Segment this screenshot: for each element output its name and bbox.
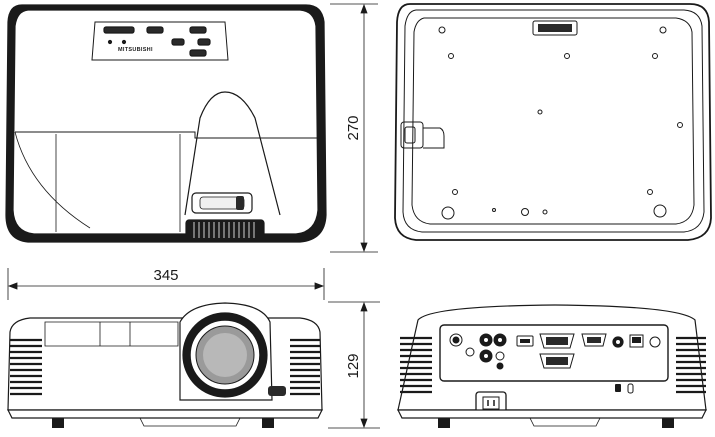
height-dimension [328,301,380,429]
front-view [7,302,323,428]
width-dimension [7,268,325,300]
depth-label: 270 [345,115,362,140]
top-view: MITSUBISHI [5,4,327,243]
depth-dimension [330,3,378,253]
height-label: 129 [345,353,362,378]
brand-logo: MITSUBISHI [118,47,153,53]
bottom-view [394,3,712,241]
rear-view [397,304,707,428]
lens-ring-top [185,219,265,241]
width-label: 345 [153,267,178,284]
